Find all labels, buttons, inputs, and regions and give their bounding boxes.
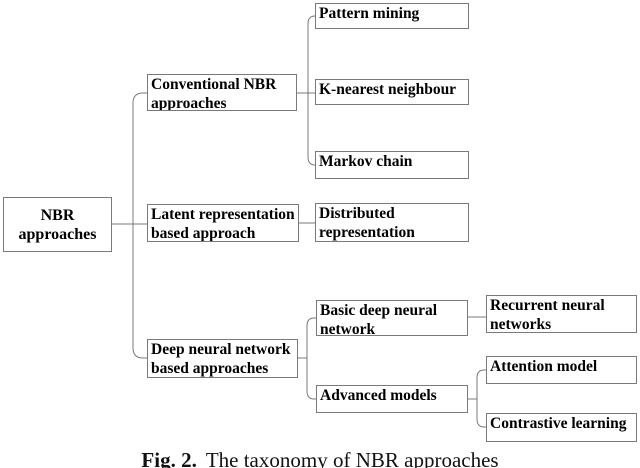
node-label: Contrastive learning [490, 415, 627, 432]
node-k-nearest-neighbour: K-nearest neighbour [315, 79, 469, 105]
node-basic-deep-neural-network: Basic deep neural network [316, 300, 468, 336]
node-label: K-nearest neighbour [319, 81, 457, 98]
node-label: Basic deep neural network [320, 302, 438, 336]
node-label: NBR approaches [18, 206, 97, 243]
node-pattern-mining: Pattern mining [315, 3, 469, 29]
node-latent-representation: Latent representation based approach [147, 204, 299, 242]
node-contrastive-learning: Contrastive learning [486, 413, 637, 442]
node-distributed-representation: Distributed representation [315, 203, 469, 242]
node-conventional-nbr: Conventional NBR approaches [147, 74, 297, 111]
figure-caption: Fig. 2. The taxonomy of NBR approaches [0, 448, 640, 468]
node-label: Attention model [490, 358, 598, 375]
node-advanced-models: Advanced models [316, 385, 468, 413]
node-markov-chain: Markov chain [315, 151, 469, 179]
node-label: Markov chain [319, 153, 413, 170]
node-attention-model: Attention model [486, 356, 637, 384]
node-label: Recurrent neural networks [490, 297, 605, 333]
node-label: Latent representation based approach [151, 206, 295, 242]
node-label: Advanced models [320, 387, 437, 404]
node-recurrent-neural-networks: Recurrent neural networks [486, 295, 637, 333]
caption-text: The taxonomy of NBR approaches [205, 448, 499, 468]
node-nbr-approaches: NBR approaches [3, 197, 112, 252]
node-label: Deep neural network based approaches [151, 341, 291, 377]
node-label: Pattern mining [319, 5, 420, 22]
caption-label: Fig. 2. [141, 448, 197, 468]
node-deep-neural-network: Deep neural network based approaches [147, 339, 298, 378]
node-label: Distributed representation [319, 205, 415, 241]
node-label: Conventional NBR approaches [151, 76, 277, 111]
